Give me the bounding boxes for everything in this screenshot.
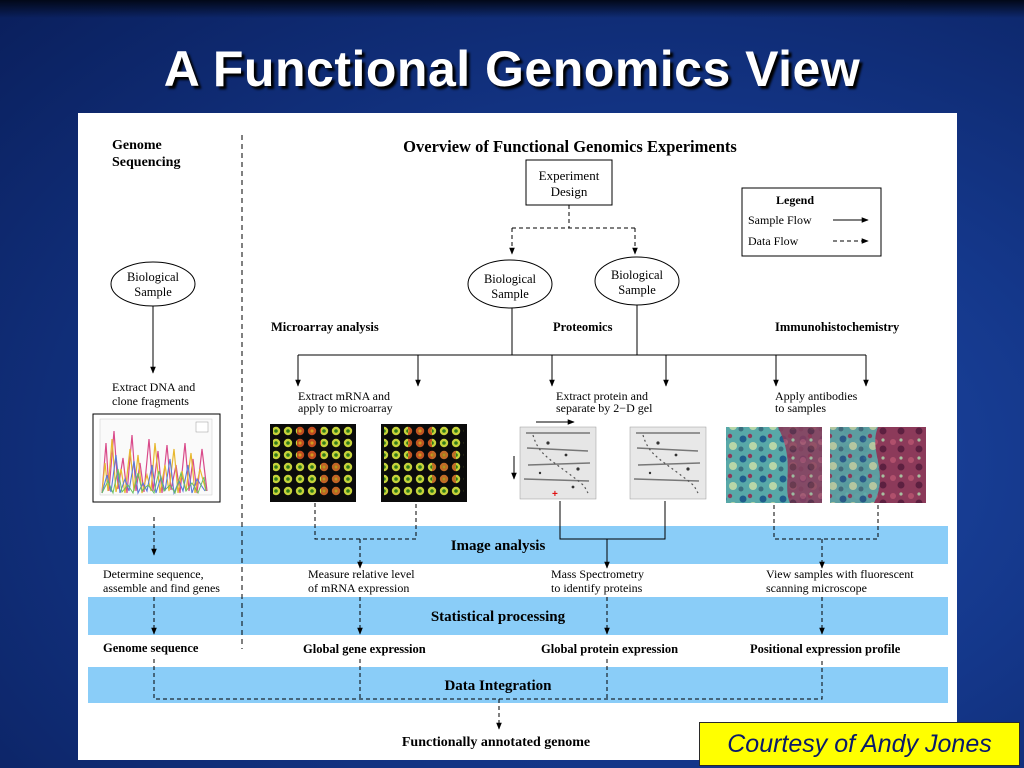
mass-spec-label-1: Mass Spectrometry [551, 567, 644, 581]
experiment-design-label-2: Design [551, 184, 588, 199]
extract-mrna-label-2: apply to microarray [298, 401, 393, 415]
microarray-analysis-label: Microarray analysis [271, 320, 379, 334]
global-protein-expression-label: Global protein expression [541, 642, 678, 656]
mass-spec-label-2: to identify proteins [551, 581, 643, 595]
legend-title: Legend [776, 193, 814, 207]
top-shade [0, 0, 1024, 18]
slide-title: A Functional Genomics View [163, 41, 861, 97]
bio-sample-genome [110, 261, 196, 307]
antibodies-label-1: Apply antibodies [775, 389, 858, 403]
bio-sample-right-label-2: Sample [618, 283, 656, 297]
microarray-image-1 [270, 424, 356, 502]
genome-sequencing-label-1: Genome [112, 138, 162, 153]
legend-sample-flow: Sample Flow [748, 213, 812, 227]
tissue-image-2 [830, 427, 926, 503]
bio-sample-left [467, 259, 553, 309]
band-statistical-processing [88, 597, 948, 635]
gel-image-2 [629, 426, 707, 500]
functional-genomics-diagram: Overview of Functional Genomics Experime… [88, 135, 948, 750]
global-gene-expression-label: Global gene expression [303, 642, 426, 656]
image-analysis-label: Image analysis [451, 538, 546, 554]
gel-image-1: + [519, 426, 597, 500]
functionally-annotated-genome-label: Functionally annotated genome [402, 735, 590, 750]
data-integration-label: Data Integration [444, 678, 552, 694]
sequencing-trace-image [92, 413, 221, 503]
bio-sample-right-label-1: Biological [611, 268, 664, 282]
view-samples-label-2: scanning microscope [766, 581, 867, 595]
view-samples-label-1: View samples with fluorescent [766, 567, 914, 581]
courtesy-note: Courtesy of Andy Jones [699, 722, 1020, 766]
positional-expression-profile-label: Positional expression profile [750, 642, 901, 656]
measure-level-label-1: Measure relative level [308, 567, 415, 581]
determine-sequence-label-2: assemble and find genes [103, 581, 220, 595]
gel-join [559, 501, 666, 540]
extract-mrna-label-1: Extract mRNA and [298, 389, 390, 403]
svg-text:+: + [552, 489, 558, 500]
extract-dna-label-2: clone fragments [112, 394, 189, 408]
antibodies-label-2: to samples [775, 401, 826, 415]
bio-sample-genome-label-2: Sample [134, 285, 172, 299]
experiment-design-label-1: Experiment [539, 168, 600, 183]
proteomics-label: Proteomics [553, 320, 613, 334]
bio-sample-genome-label-1: Biological [127, 270, 180, 284]
genome-sequencing-label-2: Sequencing [112, 155, 180, 170]
band-data-integration [88, 667, 948, 703]
tissue-join [773, 505, 879, 540]
diagram-panel: Overview of Functional Genomics Experime… [78, 113, 957, 760]
extract-protein-label-1: Extract protein and [556, 389, 648, 403]
extract-protein-label-2: separate by 2−D gel [556, 401, 653, 415]
diagram-heading: Overview of Functional Genomics Experime… [403, 137, 737, 156]
statistical-processing-label: Statistical processing [431, 609, 566, 625]
legend-box [741, 187, 882, 257]
integration-bus [153, 659, 823, 700]
microarray-join [314, 503, 417, 540]
bio-sample-left-label-1: Biological [484, 272, 537, 286]
genome-sequence-label: Genome sequence [103, 641, 199, 655]
legend-data-flow: Data Flow [748, 234, 799, 248]
measure-level-label-2: of mRNA expression [308, 581, 409, 595]
bio-sample-left-label-2: Sample [491, 287, 529, 301]
extract-dna-label-1: Extract DNA and [112, 380, 195, 394]
microarray-image-2 [381, 424, 467, 502]
tissue-image-1 [726, 427, 822, 503]
immunohistochemistry-label: Immunohistochemistry [775, 320, 900, 334]
determine-sequence-label-1: Determine sequence, [103, 567, 204, 581]
band-image-analysis [88, 526, 948, 564]
